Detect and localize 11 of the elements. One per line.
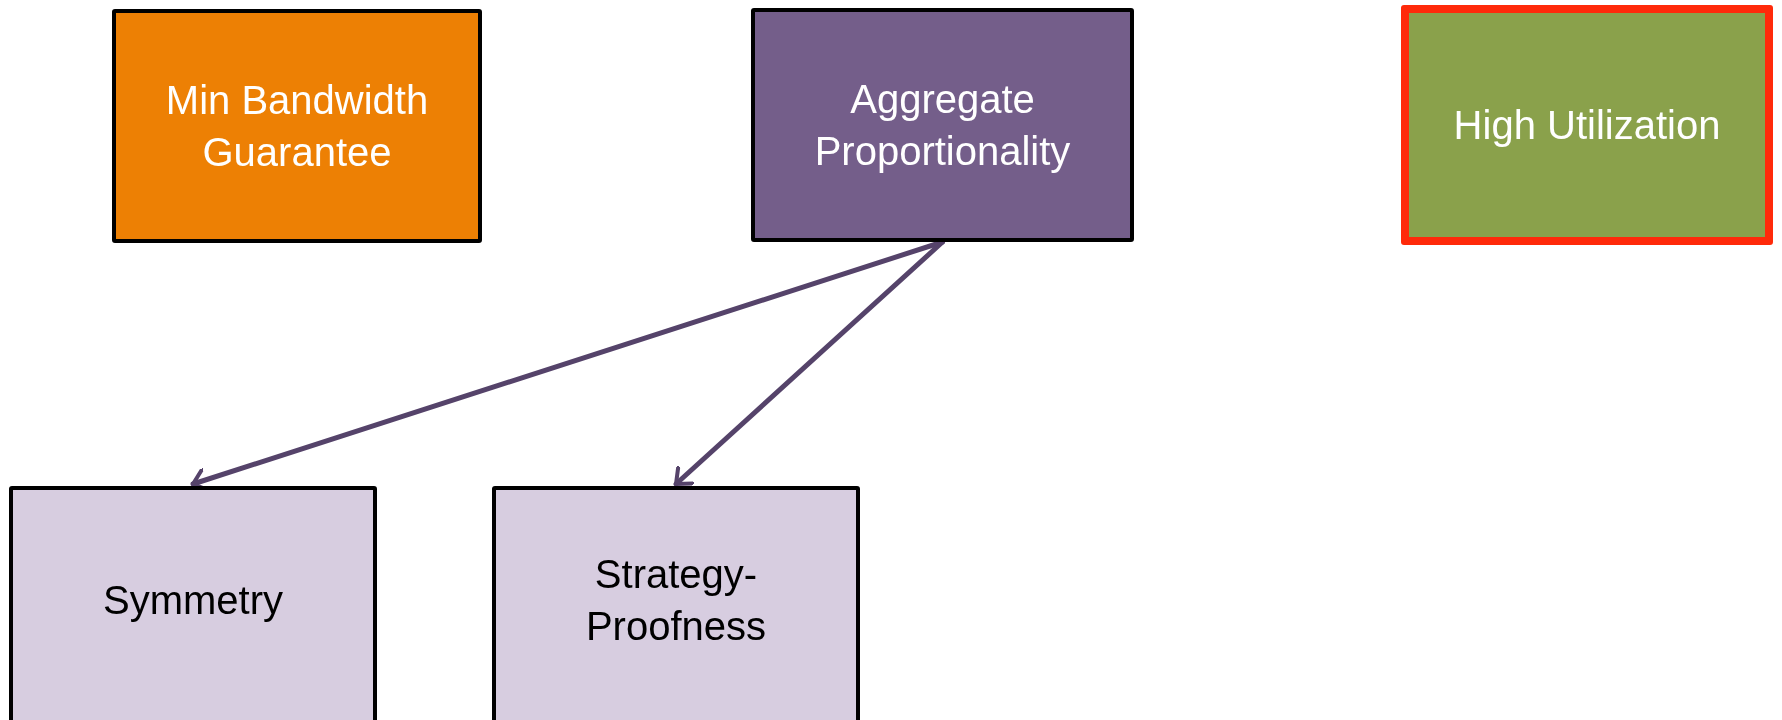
property-box (9, 486, 377, 720)
highlighted-property-box (1401, 5, 1773, 245)
box-label: High Utilization (1452, 102, 1722, 149)
box-label: Strategy-Proofness (584, 551, 768, 650)
box-label: Aggregate Proportionality (813, 76, 1072, 175)
box-label: Symmetry (102, 577, 284, 624)
property-box (112, 9, 482, 243)
property-box (751, 8, 1134, 242)
box-label: Min Bandwidth Guarantee (164, 77, 430, 176)
property-box (492, 486, 860, 720)
arrow (673, 239, 945, 487)
